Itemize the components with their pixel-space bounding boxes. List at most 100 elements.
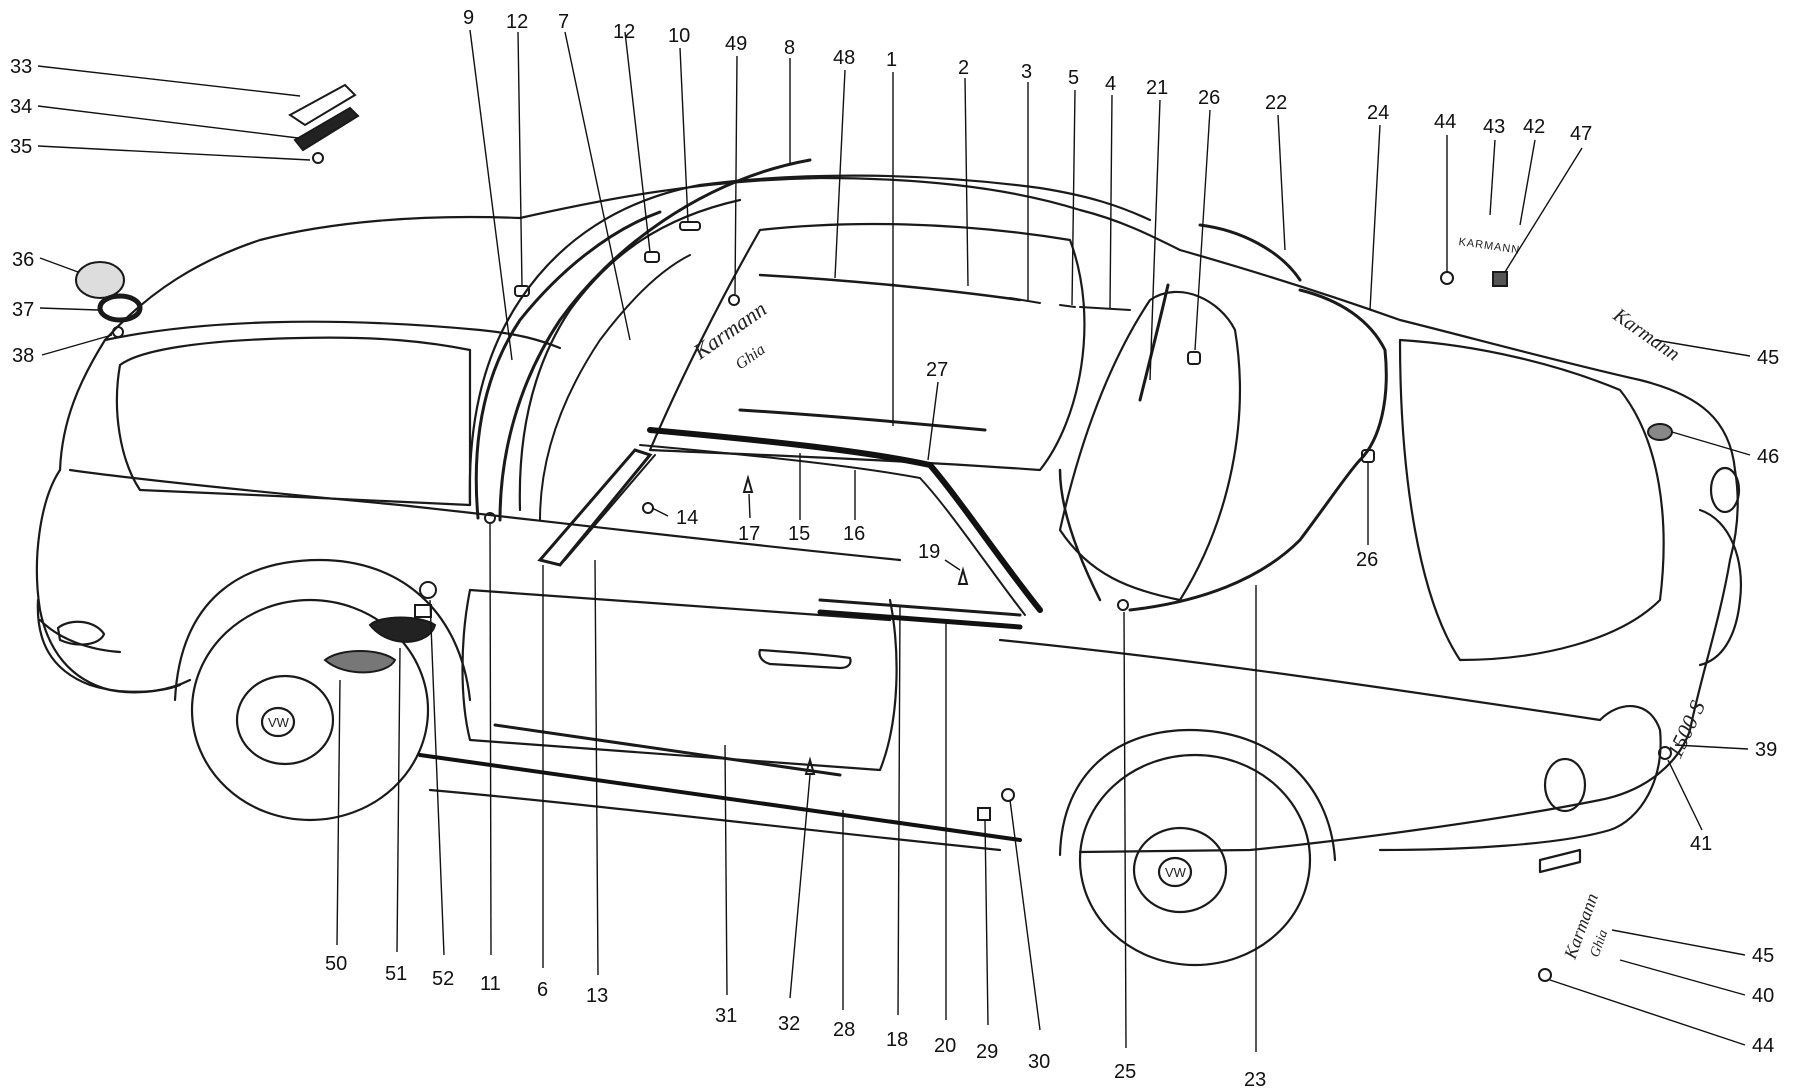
leader-11 (489, 523, 492, 956)
leader-45a (1654, 339, 1751, 357)
part-38-screw (112, 326, 124, 338)
leader-21 (1149, 99, 1161, 381)
callout-52: 52 (432, 968, 454, 990)
callout-19: 19 (918, 541, 940, 563)
callout-50: 50 (325, 953, 347, 975)
ghia-roof-script: Ghia (733, 341, 769, 373)
rear-hubcap (1132, 826, 1228, 914)
script-badges: KARMANN Karmann Ghia Karmann 1500 S Karm… (688, 236, 1710, 962)
leader-13 (594, 559, 599, 976)
leader-22 (1277, 114, 1286, 251)
callout-27: 27 (926, 359, 948, 381)
part-36-badge (75, 261, 125, 299)
part-27-channel (647, 427, 1043, 613)
part-7-moulding (539, 254, 691, 521)
sill-line (428, 788, 1002, 852)
part-22-moulding (1198, 223, 1302, 282)
part-49-clip (728, 294, 740, 306)
callout-24: 24 (1367, 102, 1389, 124)
car-body (35, 174, 1742, 967)
front-nose (35, 468, 192, 694)
callout-17: 17 (738, 523, 760, 545)
callout-37: 37 (12, 299, 34, 321)
callout-8: 8 (784, 37, 795, 59)
leader-46 (1671, 431, 1751, 456)
callout-36: 36 (12, 249, 34, 271)
callout-49: 49 (725, 33, 747, 55)
callout-32: 32 (778, 1013, 800, 1035)
callout-51: 51 (385, 963, 407, 985)
callout-5: 5 (1068, 67, 1079, 89)
part-17-screw (742, 474, 754, 493)
leader-19 (944, 559, 961, 571)
rear-bumper (1378, 705, 1662, 852)
leader-38 (41, 334, 113, 356)
callout-28: 28 (833, 1019, 855, 1041)
callout-38: 38 (12, 345, 34, 367)
ghia-trunk-script: Ghia (1588, 928, 1612, 959)
part-20-trim (817, 609, 1023, 630)
leader-4 (1109, 94, 1113, 309)
leader-32 (789, 774, 811, 999)
door-handle (758, 648, 852, 670)
part-26-clip-a (1187, 351, 1201, 365)
leader-37 (39, 307, 99, 311)
part-50-badge (323, 650, 397, 674)
callout-35: 35 (10, 136, 32, 158)
callout-12b: 12 (613, 21, 635, 43)
roof-panel (648, 222, 1086, 472)
leader-36 (39, 257, 79, 273)
trim-parts (418, 158, 1388, 842)
part-28-rocker (418, 753, 1022, 842)
model-rear-script: 1500 S (1662, 697, 1710, 762)
leader-40 (1619, 959, 1746, 996)
part-8-moulding (498, 158, 812, 522)
leader-41 (1667, 759, 1703, 831)
callout-21: 21 (1146, 77, 1168, 99)
callout-9: 9 (463, 7, 474, 29)
windshield-frame (468, 183, 702, 507)
front-hub-vw-logo: VW (268, 715, 290, 730)
karmann-rear-script: Karmann (1608, 304, 1683, 366)
front-hub-logo (260, 706, 296, 738)
callout-15: 15 (788, 523, 810, 545)
rear-wheel (1078, 753, 1312, 967)
callout-40: 40 (1752, 985, 1774, 1007)
callout-7: 7 (558, 11, 569, 33)
callout-30: 30 (1028, 1051, 1050, 1073)
rear-hub-vw-logo: VW (1165, 865, 1187, 880)
leader-34 (37, 105, 299, 139)
leader-24 (1369, 124, 1381, 311)
small-parts (75, 83, 1673, 982)
body-outline (58, 176, 1739, 854)
callout-26a: 26 (1198, 87, 1220, 109)
callout-48: 48 (833, 47, 855, 69)
part-1-drip (738, 408, 987, 432)
front-bumper (36, 598, 182, 693)
part-24-moulding (1298, 288, 1388, 462)
callout-41: 41 (1690, 833, 1712, 855)
callout-2: 2 (958, 57, 969, 79)
part-6-channel (537, 448, 653, 567)
part-21-moulding (1138, 283, 1170, 402)
exhaust-pipe (1538, 848, 1582, 874)
part-52-plate (414, 604, 432, 618)
part-14-screw (642, 502, 654, 514)
leader-10 (679, 47, 689, 223)
part-44-grommet-a (1440, 271, 1454, 285)
part-52-screw (419, 581, 437, 599)
tail-light (1543, 757, 1587, 813)
leader-5 (1071, 89, 1076, 306)
leader-50 (336, 679, 341, 946)
leader-48 (834, 69, 846, 279)
callout-23: 23 (1244, 1069, 1266, 1091)
callout-45a: 45 (1757, 347, 1779, 369)
callout-34: 34 (10, 96, 32, 118)
part-18-trim (818, 598, 1022, 617)
hood-inner (115, 336, 472, 507)
callout-44a: 44 (1434, 111, 1456, 133)
part-13-channel (564, 454, 656, 561)
callout-18: 18 (886, 1029, 908, 1051)
part-32-screw (804, 756, 816, 775)
door-outline (461, 588, 898, 772)
